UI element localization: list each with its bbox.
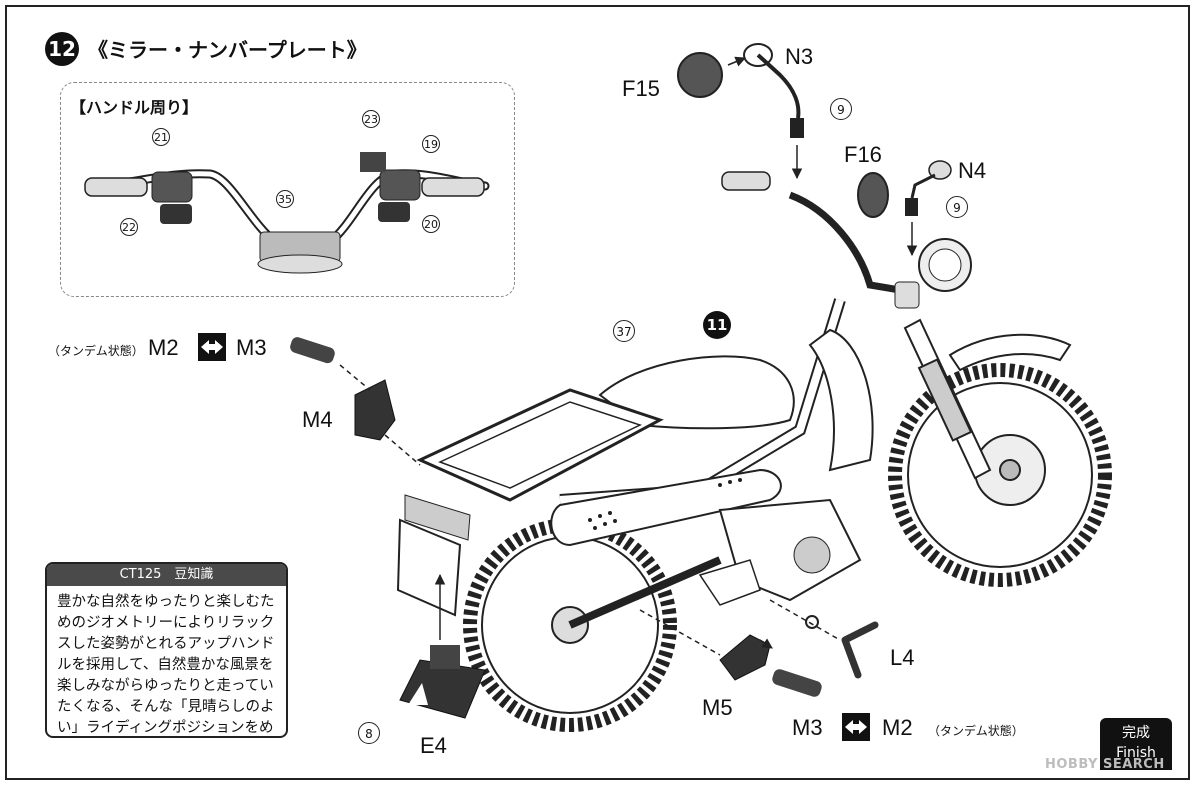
part-label-f15: F15 [622,76,660,101]
swap-arrows-icon [198,333,226,361]
handlebar-drawing [84,152,490,274]
trivia-box: CT125 豆知識 豊かな自然をゆったりと楽しむためのジオメトリーによりリラック… [45,562,288,738]
finish-tab: 完成 Finish [1100,718,1172,770]
part-callout-9-top: 9 [830,98,852,120]
part-callout-9-mid: 9 [946,196,968,218]
part-label-n4: N4 [958,158,987,183]
part-label-m3-right: M3 [792,715,823,740]
part-callout-22: 22 [120,218,138,236]
tandem-note-left: （タンデム状態） [48,344,144,358]
part-label-m4: M4 [302,407,333,432]
finish-jp: 完成 [1122,725,1150,741]
part-callout-37: 37 [613,320,635,342]
part-callout-23: 23 [362,110,380,128]
swap-arrows-icon [842,713,870,741]
part-callout-35: 35 [276,190,294,208]
part-label-m2-right: M2 [882,715,913,740]
inset-title: 【ハンドル周り】 [70,98,199,117]
part-label-n3: N3 [785,44,814,69]
part-callout-8: 8 [358,722,380,744]
part-label-m2-left: M2 [148,335,179,360]
tandem-note-right: （タンデム状態） [928,724,1024,738]
finish-en: Finish [1116,745,1156,761]
page-frame [5,5,1190,780]
front-wheel [888,363,1112,587]
handlebar-inset [60,82,515,297]
part-label-m3-left: M3 [236,335,267,360]
trivia-body: 豊かな自然をゆったりと楽しむためのジオメトリーによりリラックスした姿勢がとれるア… [57,594,275,736]
part-callout-21: 21 [152,128,170,146]
part-label-l4: L4 [890,645,915,670]
trivia-header: CT125 豆知識 [47,564,286,586]
step-11-badge: 11 [703,311,731,339]
part-label-m5: M5 [702,695,733,720]
part-callout-20: 20 [422,215,440,233]
step-number-badge: 12 [45,32,79,66]
page-title: 《ミラー・ナンバープレート》 [88,38,367,62]
part-label-e4: E4 [420,733,447,758]
part-callout-19: 19 [422,135,440,153]
part-label-f16: F16 [844,142,882,167]
watermark: HOBBY SEARCH [1045,757,1165,772]
